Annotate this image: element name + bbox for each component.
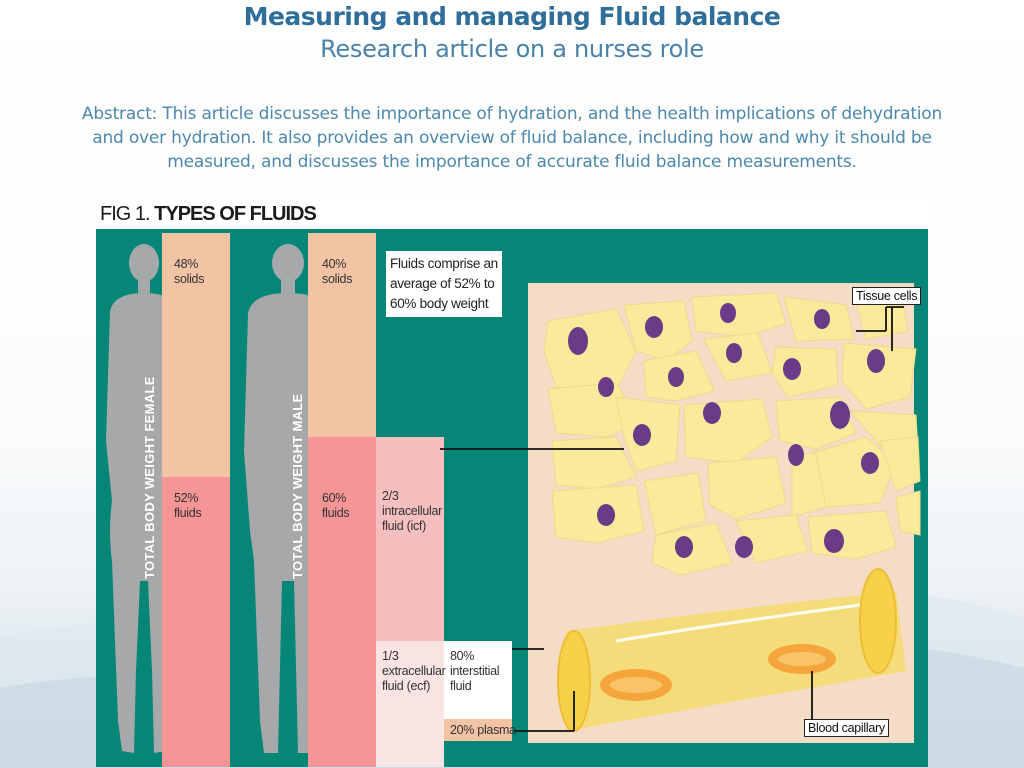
male-solids-bar: [308, 233, 376, 437]
nucleus: [814, 309, 830, 329]
slide-subtitle: Research article on a nurses role: [320, 35, 704, 63]
tissue-cell: [643, 472, 707, 536]
plasma-bar: [444, 719, 512, 741]
tissue-cell: [691, 292, 787, 338]
female-fluids-label: 52% fluids: [174, 491, 202, 520]
ecf-bar: [376, 641, 444, 767]
tissue-cell: [551, 436, 637, 490]
female-solids-label: 48% solids: [174, 257, 205, 286]
blood-capillary-tag: Blood capillary: [804, 719, 889, 737]
nucleus: [597, 504, 615, 526]
male-fluids-bar: [308, 437, 376, 767]
red-blood-cell: [778, 652, 826, 666]
nucleus: [861, 452, 879, 474]
figure-name: TYPES OF FLUIDS: [154, 203, 317, 225]
nucleus: [788, 444, 804, 466]
tissue-cell: [879, 436, 921, 492]
nucleus: [668, 367, 684, 387]
figure-header-band: [96, 201, 928, 229]
nucleus: [830, 401, 850, 429]
nucleus: [645, 316, 663, 338]
figure-title: FIG 1. TYPES OF FLUIDS: [100, 203, 317, 226]
cell-nuclei: [568, 303, 885, 558]
tissue-cells-tag: Tissue cells: [852, 287, 922, 305]
nucleus: [568, 327, 588, 355]
ecf-label: 1/3 extracellular fluid (ecf): [382, 649, 446, 693]
slide-title: Measuring and managing Fluid balance: [243, 2, 781, 31]
nucleus: [720, 303, 736, 323]
female-vertical-label: TOTAL BODY WEIGHT FEMALE: [142, 376, 157, 579]
nucleus: [598, 377, 614, 397]
nucleus: [735, 536, 753, 558]
nucleus: [824, 529, 844, 553]
nucleus: [867, 349, 885, 373]
types-of-fluids-figure: FIG 1. TYPES OF FLUIDS TOTAL BODY WEIGHT…: [96, 201, 928, 767]
tissue-cell: [543, 308, 637, 392]
interstitial-label: 80% interstitial fluid: [450, 649, 500, 693]
interstitial-bar: [444, 641, 512, 719]
male-fluids-label: 60% fluids: [322, 491, 350, 520]
red-blood-cell: [610, 677, 662, 693]
icf-label: 2/3 intracellular fluid (icf): [382, 489, 443, 533]
female-solids-bar: [162, 233, 230, 477]
tissue-cell: [791, 452, 827, 518]
tissue-cell: [841, 342, 917, 410]
nucleus: [633, 424, 651, 446]
fluids-callout: Fluids comprise an average of 52% to 60%…: [386, 251, 502, 317]
blood-capillary: [557, 568, 906, 732]
plasma-label: 20% plasma: [450, 723, 516, 737]
nucleus: [726, 343, 742, 363]
nucleus: [783, 358, 801, 380]
capillary-end-right: [859, 568, 897, 674]
abstract-text: Abstract: This article discusses the imp…: [81, 104, 943, 172]
nucleus: [703, 402, 721, 424]
figure-graphic: [96, 201, 928, 767]
connector-lines: [440, 306, 904, 732]
capillary-highlight: [615, 601, 877, 643]
nucleus: [675, 536, 693, 558]
figure-number: FIG 1.: [100, 203, 151, 225]
female-fluids-bar: [162, 477, 230, 767]
male-solids-label: 40% solids: [322, 257, 353, 286]
tissue-cell: [707, 456, 787, 520]
male-vertical-label: TOTAL BODY WEIGHT MALE: [290, 393, 305, 579]
icf-bar: [376, 437, 444, 641]
tissue-cell: [895, 490, 921, 536]
